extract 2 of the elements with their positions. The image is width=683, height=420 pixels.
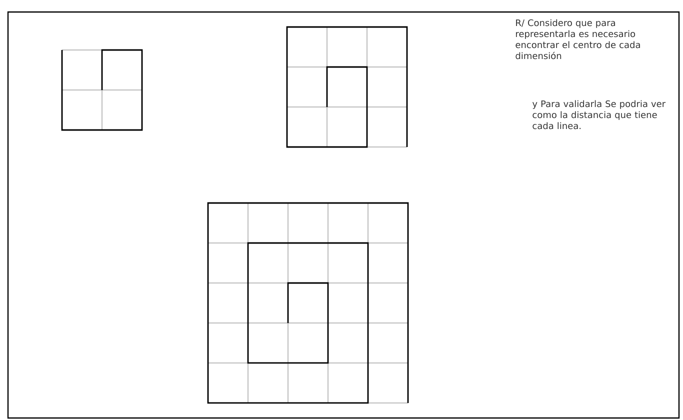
handwritten-note: y Para validarla Se podria ver como la distancia que tiene cada linea. [532, 100, 666, 130]
handwritten-note: R/ Considero que para representarla es necesario encontrar el centro de cada dimensión [516, 19, 640, 60]
